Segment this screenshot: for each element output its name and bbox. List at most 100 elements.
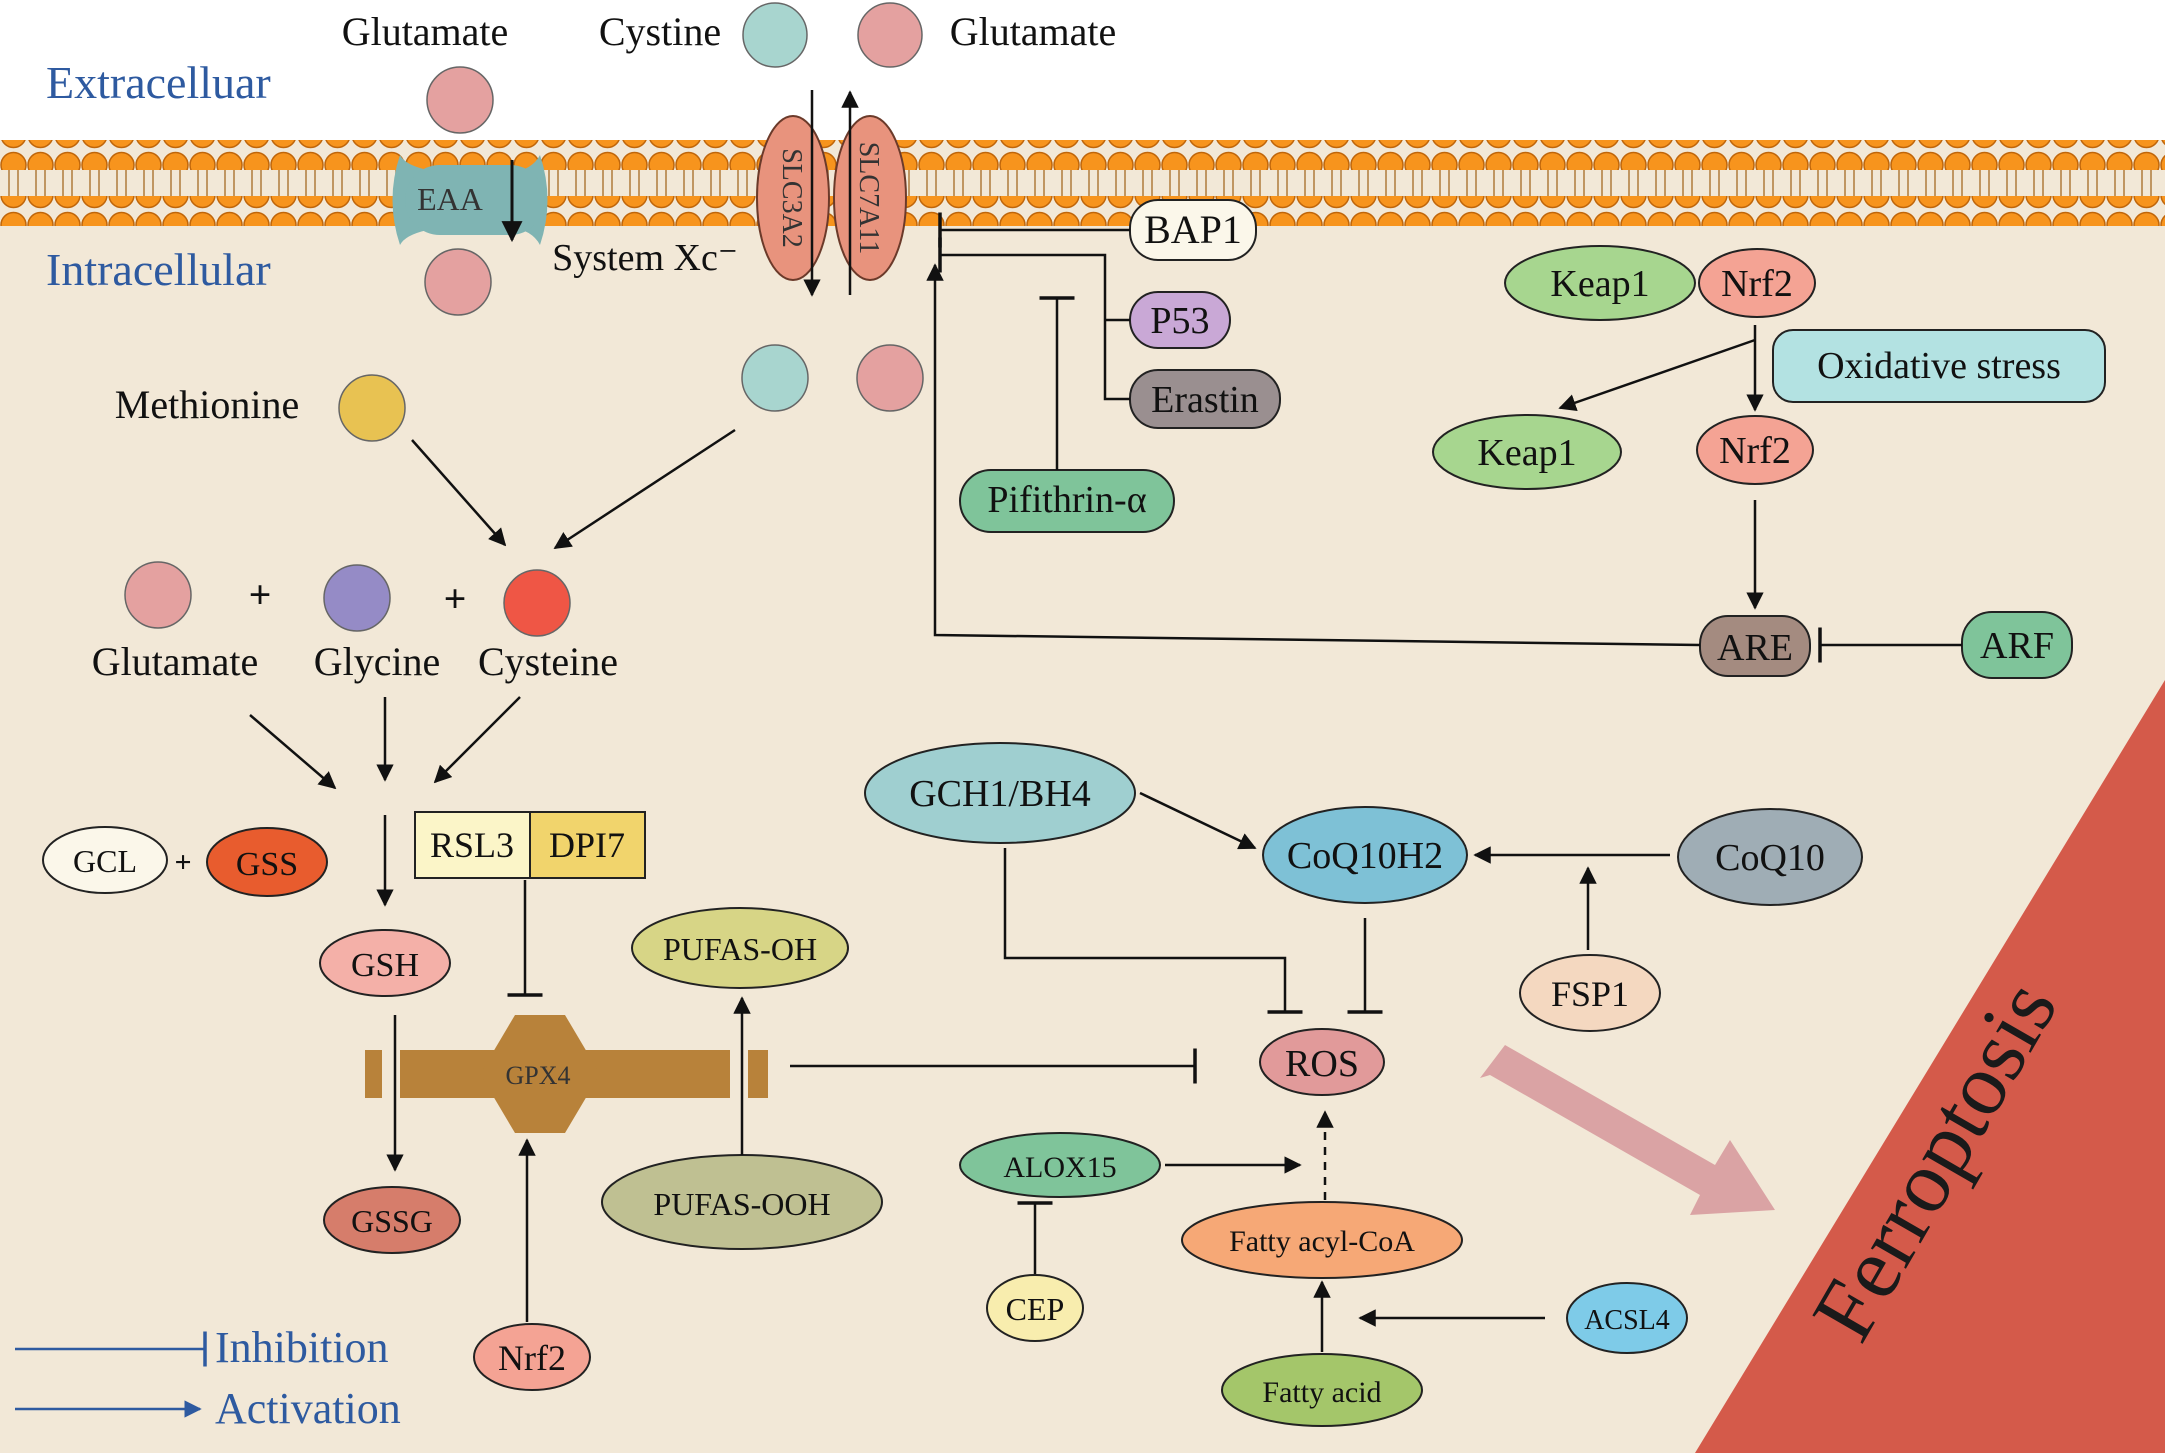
- plus-sign: +: [249, 572, 272, 617]
- alox15-label: ALOX15: [1003, 1151, 1116, 1184]
- cysteine-label: Cysteine: [478, 639, 618, 684]
- nrf2-to-keap1-arrow: [1558, 338, 1756, 412]
- keap1-complex-node: [1504, 245, 1696, 321]
- glutamate-molecule: [857, 2, 923, 68]
- gsh-label: GSH: [351, 947, 419, 984]
- glutamate-molecule: [424, 248, 492, 316]
- nrf2-node: [1696, 415, 1814, 485]
- nrf2-complex-node: [1698, 248, 1816, 318]
- coq10-node: [1677, 808, 1863, 906]
- cystine-molecule: [742, 2, 808, 68]
- pifithrin-label: Pifithrin-α: [987, 479, 1146, 521]
- coq10-label: CoQ10: [1715, 837, 1825, 879]
- gssg-node: [323, 1186, 461, 1254]
- fatty-acyl-coa-node: [1181, 1201, 1463, 1279]
- pufas-ooh-label: PUFAS-OOH: [653, 1186, 830, 1222]
- acsl4-node: [1566, 1282, 1688, 1354]
- bap1-label: BAP1: [1144, 207, 1242, 252]
- are-node: [1699, 615, 1811, 677]
- legend-activation-label: Activation: [215, 1384, 401, 1433]
- cell-membrane: [0, 140, 2165, 226]
- fatty-acid-node: [1221, 1353, 1423, 1427]
- intracellular-label: Intracellular: [46, 244, 271, 295]
- glutamate-molecule: [426, 66, 494, 134]
- eaa-transporter: EAA: [392, 155, 548, 245]
- gch1-to-coq10h2-arrow: [1139, 791, 1257, 850]
- pufas-oh-node: [631, 907, 849, 989]
- alox15-node: [959, 1132, 1161, 1198]
- slc3a2: SLC3A2: [756, 115, 830, 281]
- keap1-complex-label: Keap1: [1550, 263, 1649, 305]
- gss-node: [206, 827, 328, 897]
- fsp1-label: FSP1: [1551, 974, 1629, 1014]
- gss-label: GSS: [236, 846, 298, 883]
- cystine-to-cysteine-arrow: [553, 428, 736, 550]
- system-xc-label: System Xc⁻: [552, 237, 738, 279]
- erastin-label: Erastin: [1151, 379, 1259, 421]
- methionine-molecule: [338, 374, 406, 442]
- fatty-acid-label: Fatty acid: [1262, 1376, 1381, 1409]
- nrf2-label: Nrf2: [1719, 430, 1791, 472]
- glutamate-molecule: [856, 344, 924, 412]
- glutamate-label-extracellular-right: Glutamate: [950, 9, 1117, 54]
- dpi7-box: [529, 811, 646, 879]
- cysteine-to-gsh-arrow: [433, 696, 521, 784]
- gssg-label: GSSG: [351, 1203, 433, 1239]
- gch1-bh4-label: GCH1/BH4: [909, 773, 1091, 815]
- glutamate-to-gsh-arrow: [249, 714, 337, 790]
- gcl-node: [42, 826, 168, 894]
- methionine-to-cysteine-arrow: [411, 439, 507, 547]
- legend: Inhibition Activation: [15, 1323, 401, 1433]
- eaa-label: EAA: [417, 181, 483, 217]
- rsl3-box: [414, 811, 531, 879]
- glutamate-molecule: [124, 561, 192, 629]
- ros-node: [1259, 1028, 1385, 1096]
- glutamate-label-extracellular-left: Glutamate: [342, 9, 509, 54]
- ferroptosis-arrow: [1480, 1045, 1775, 1215]
- slc7a11: SLC7A11: [833, 115, 907, 281]
- cep-label: CEP: [1006, 1291, 1065, 1327]
- cep-node: [986, 1274, 1084, 1342]
- keap1-node: [1432, 414, 1622, 490]
- oxidative-stress-node: [1772, 329, 2106, 403]
- legend-inhibition-label: Inhibition: [215, 1323, 389, 1372]
- rsl3-label: RSL3: [430, 825, 514, 865]
- pufas-oh-label: PUFAS-OH: [663, 931, 817, 967]
- gch1-bh4-node: [864, 742, 1136, 844]
- extracellular-label: Extracelluar: [46, 57, 271, 108]
- arf-label: ARF: [1980, 625, 2054, 667]
- erastin-inhibits-xc: [938, 237, 1130, 401]
- fatty-acyl-coa-label: Fatty acyl-CoA: [1229, 1225, 1415, 1258]
- nrf2-bottom-node: [473, 1323, 591, 1391]
- coq10h2-label: CoQ10H2: [1287, 835, 1443, 877]
- nrf2-bottom-label: Nrf2: [498, 1338, 566, 1378]
- gcl-label: GCL: [73, 843, 137, 879]
- keap1-label: Keap1: [1477, 432, 1576, 474]
- acsl4-label: ACSL4: [1584, 1305, 1670, 1336]
- coq10h2-node: [1262, 806, 1468, 904]
- slc7a11-label: SLC7A11: [853, 142, 884, 255]
- gsh-node: [319, 929, 451, 997]
- p53-label: P53: [1150, 300, 1209, 342]
- cystine-molecule: [741, 344, 809, 412]
- plus-sign: +: [444, 576, 467, 621]
- ferroptosis-region: [1695, 680, 2165, 1453]
- cysteine-molecule: [503, 569, 571, 637]
- dpi7-label: DPI7: [549, 825, 625, 865]
- glycine-label: Glycine: [314, 639, 441, 684]
- slc3a2-label: SLC3A2: [776, 148, 807, 248]
- gpx4-label: GPX4: [505, 1061, 570, 1090]
- ros-label: ROS: [1285, 1043, 1359, 1085]
- gpx4-node: GPX4: [365, 1015, 768, 1133]
- fsp1-node: [1519, 954, 1661, 1032]
- cystine-label: Cystine: [599, 9, 721, 54]
- are-activates-xc: [926, 263, 1701, 647]
- pifithrin-node: [959, 469, 1175, 533]
- glycine-molecule: [323, 564, 391, 632]
- glutamate-label: Glutamate: [92, 639, 259, 684]
- gch1-inhibits-ros: [1003, 848, 1303, 1014]
- methionine-label: Methionine: [115, 382, 299, 427]
- plus-sign: +: [174, 846, 191, 879]
- are-label: ARE: [1717, 627, 1793, 669]
- nrf2-complex-label: Nrf2: [1721, 263, 1793, 305]
